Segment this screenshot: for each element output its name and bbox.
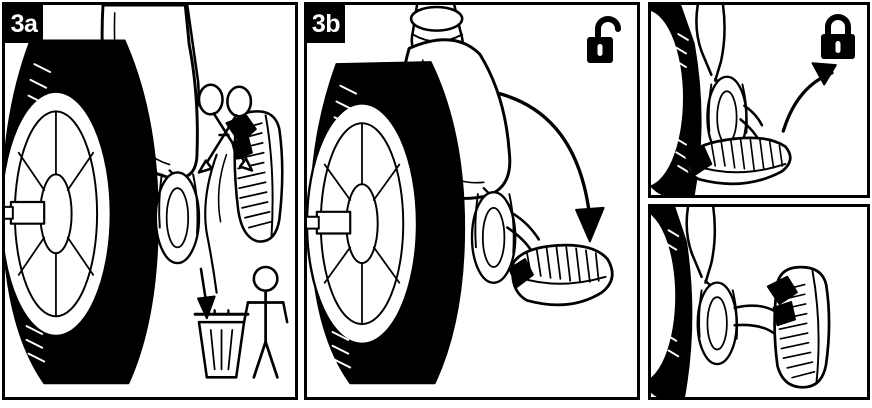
panel-lock-brake xyxy=(648,2,870,198)
panel-step-3b: 3b xyxy=(304,2,640,400)
panel-lock-artwork xyxy=(651,5,837,195)
panel-detail-artwork xyxy=(651,207,831,397)
panel-step-3a: 3a xyxy=(2,2,298,400)
step-badge-3b: 3b xyxy=(307,5,345,43)
open-padlock-icon xyxy=(587,16,621,63)
panel-brake-detail xyxy=(648,204,870,400)
closed-padlock-icon xyxy=(821,14,855,59)
panel-3b-artwork xyxy=(307,5,614,385)
step-badge-3a: 3a xyxy=(5,5,43,43)
panel-3a-artwork xyxy=(5,5,289,385)
